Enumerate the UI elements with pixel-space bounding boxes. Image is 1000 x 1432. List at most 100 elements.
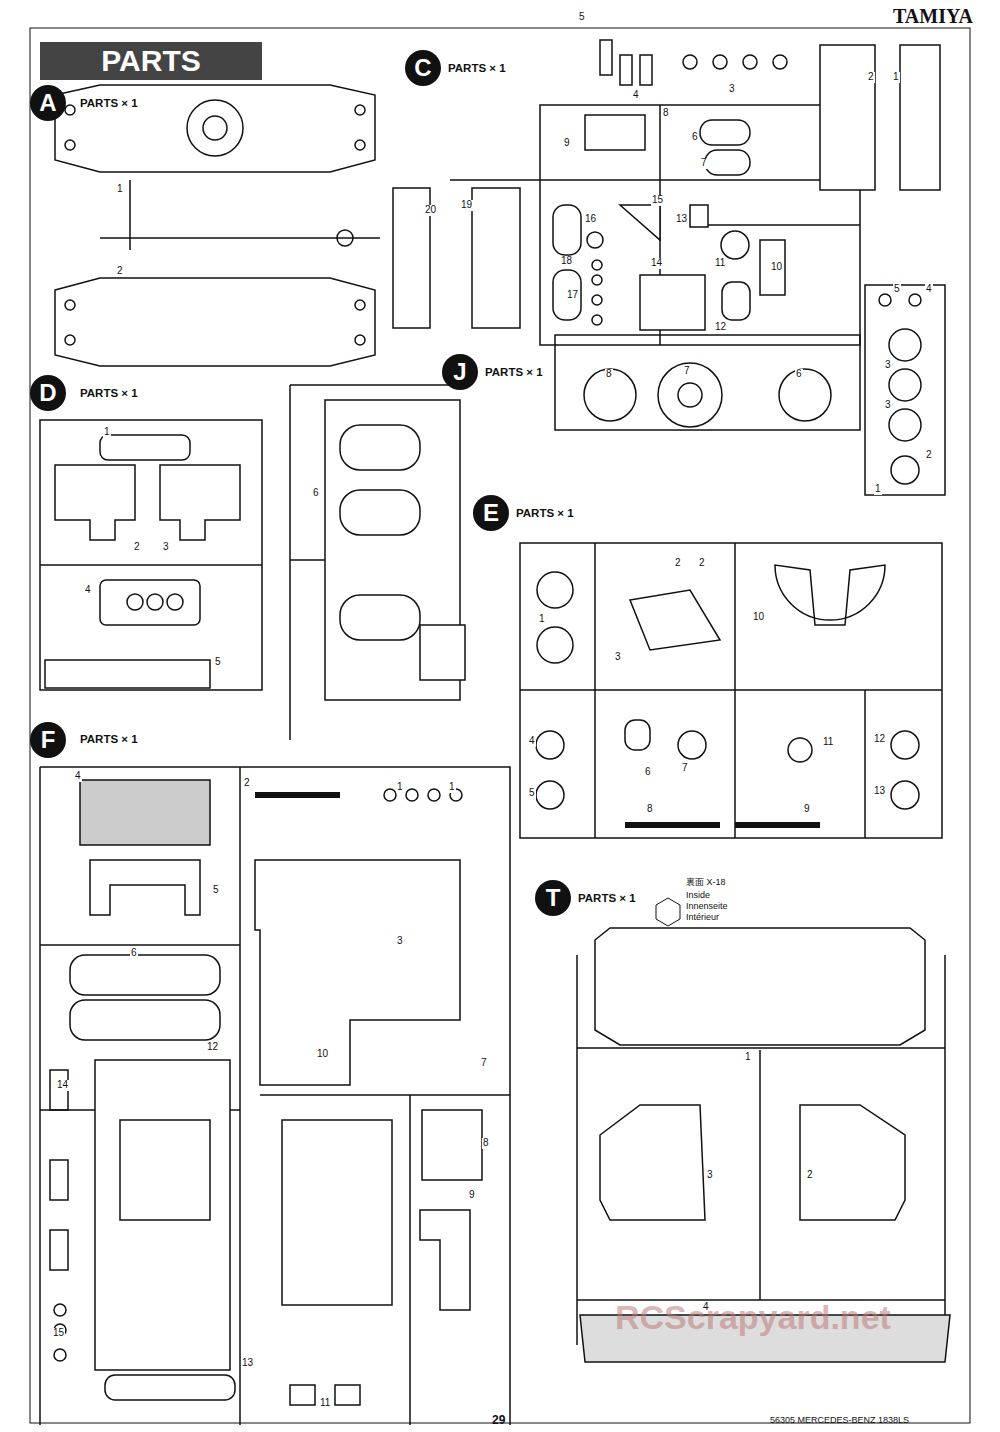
sheet-letter: J [442,354,478,390]
callout-number: 8 [646,804,654,815]
callout-number: 1 [448,782,456,793]
callout-number: 3 [884,400,892,411]
callout-number: 2 [674,558,682,569]
note-text: Inside [686,891,710,900]
sheet-letter: E [473,495,509,531]
callout-number: 1 [103,427,111,438]
sheet-letter-text: J [453,358,466,386]
callout-number: 9 [468,1190,476,1201]
callout-number: 18 [560,256,573,267]
callout-number: 5 [528,788,536,799]
callout-number: 6 [691,132,699,143]
brand-text: TAMIYA [893,6,973,27]
callout-number: 1 [874,484,882,495]
callout-number: 2 [806,1170,814,1181]
callout-number: 16 [584,214,597,225]
callout-number: 8 [662,108,670,119]
footer-text: 56305 MERCEDES-BENZ 1838LS [770,1416,909,1425]
callout-number: 4 [528,736,536,747]
callout-number: 7 [681,763,689,774]
callout-number: 3 [396,936,404,947]
callout-number: 8 [605,369,613,380]
callout-number: 6 [644,767,652,778]
parts-count: PARTS × 1 [80,387,138,399]
sheet-letter-text: C [414,54,431,82]
callout-number: 13 [873,786,886,797]
callout-number: 11 [822,737,834,748]
callout-number: 2 [133,542,141,553]
callout-number: 10 [770,262,783,273]
callout-number: 11 [714,258,726,269]
sheet-letter: F [30,722,66,758]
callout-number: 1 [396,782,404,793]
callout-number: 2 [925,450,933,461]
callout-number: 5 [893,284,901,295]
callout-number: 19 [460,200,473,211]
sheet-letter-text: F [41,726,56,754]
callout-number: 20 [424,205,437,216]
sheet-letter-text: E [483,499,499,527]
callout-number: 3 [614,652,622,663]
callout-number: 3 [162,542,170,553]
sheet-letter-text: T [546,884,561,912]
callout-number: 2 [243,778,251,789]
note-text: Intérieur [686,913,719,922]
callout-number: 14 [650,258,663,269]
callout-number: 10 [752,612,765,623]
callout-number: 2 [698,558,706,569]
parts-count: PARTS × 1 [80,733,138,745]
parts-count: PARTS × 1 [485,366,543,378]
sheet-letter: D [30,375,66,411]
sheet-letter: C [405,50,441,86]
sheet-letter-text: D [39,379,56,407]
watermark: RCScrapyard.net [615,1300,891,1336]
callout-number: 3 [728,84,736,95]
callout-number: 9 [803,804,811,815]
callout-number: 4 [632,90,640,101]
callout-number: 1 [116,184,124,195]
title-banner: PARTS [40,42,262,80]
callout-number: 2 [116,266,124,277]
callout-number: 13 [675,214,688,225]
callout-number: 10 [316,1049,329,1060]
callout-number: 3 [884,360,892,371]
callout-number: 5 [212,885,220,896]
callout-number: 3 [706,1170,714,1181]
sheet-letter: A [30,85,66,121]
callout-number: 1 [538,614,546,625]
callout-number: 17 [566,290,579,301]
callout-number: 6 [130,948,138,959]
callout-number: 8 [482,1138,490,1149]
note-text: 裏面 X-18 [686,878,726,887]
page-number: 29 [492,1414,505,1427]
callout-number: 14 [56,1080,69,1091]
parts-count: PARTS × 1 [448,62,506,74]
callout-number: 11 [319,1398,331,1409]
callout-number: 7 [700,158,708,169]
parts-count: PARTS × 1 [516,507,574,519]
callout-number: 5 [214,657,222,668]
sheet-letter: T [535,880,571,916]
callout-number: 12 [206,1042,219,1053]
callout-number: 4 [74,771,82,782]
title-text: PARTS [101,44,200,78]
callout-number: 4 [925,284,933,295]
callout-number: 1 [892,72,900,83]
parts-count: PARTS × 1 [578,892,636,904]
callout-number: 12 [873,734,886,745]
callout-number: 12 [714,322,727,333]
callout-number: 2 [867,72,875,83]
note-text: Innenseite [686,902,728,911]
callout-number: 4 [84,585,92,596]
sheet-letter-text: A [39,89,56,117]
callout-number: 9 [563,138,571,149]
callout-number: 6 [795,369,803,380]
callout-number: 7 [480,1058,488,1069]
callout-number: 1 [744,1052,752,1063]
callout-number: 6 [312,488,320,499]
callout-number: 13 [241,1358,254,1369]
callout-number: 7 [683,366,691,377]
callout-number: 15 [52,1328,65,1339]
callout-number: 15 [651,195,664,206]
